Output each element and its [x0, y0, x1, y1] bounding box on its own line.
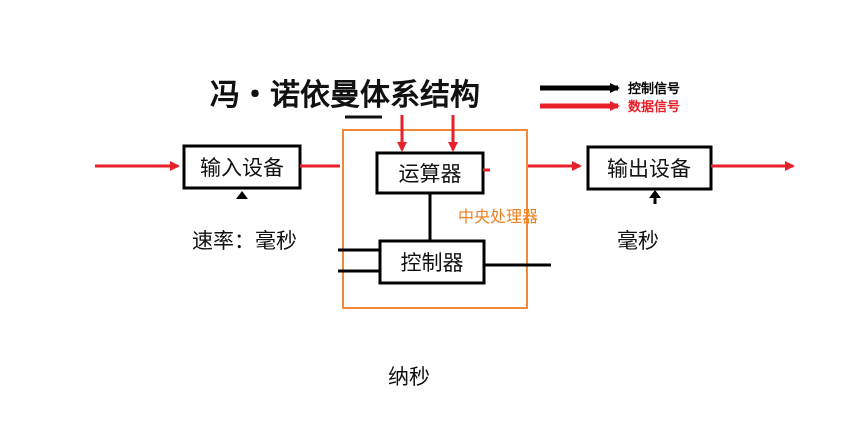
diagram-title: 冯・诺依曼体系结构	[210, 78, 480, 113]
legend-data-label: 数据信号	[628, 99, 680, 115]
cpu-container	[342, 129, 528, 309]
cpu-label: 中央处理器	[458, 207, 538, 226]
input-device-label: 输入设备	[200, 156, 284, 180]
input-control-arrowhead	[236, 191, 248, 199]
cpu-speed-label: 纳秒	[388, 365, 430, 389]
control-unit-label: 控制器	[401, 251, 464, 275]
alu-label: 运算器	[399, 162, 462, 186]
legend-control-label: 控制信号	[628, 81, 680, 97]
alu-box	[375, 151, 485, 195]
output-device-box	[586, 145, 713, 191]
control-unit-box	[378, 239, 486, 285]
output-control-arrowhead	[649, 190, 661, 198]
output-speed-label: 毫秒	[617, 229, 659, 253]
input-speed-label: 速率：毫秒	[192, 229, 297, 253]
output-device-label: 输出设备	[607, 157, 691, 181]
input-device-box	[182, 144, 302, 190]
